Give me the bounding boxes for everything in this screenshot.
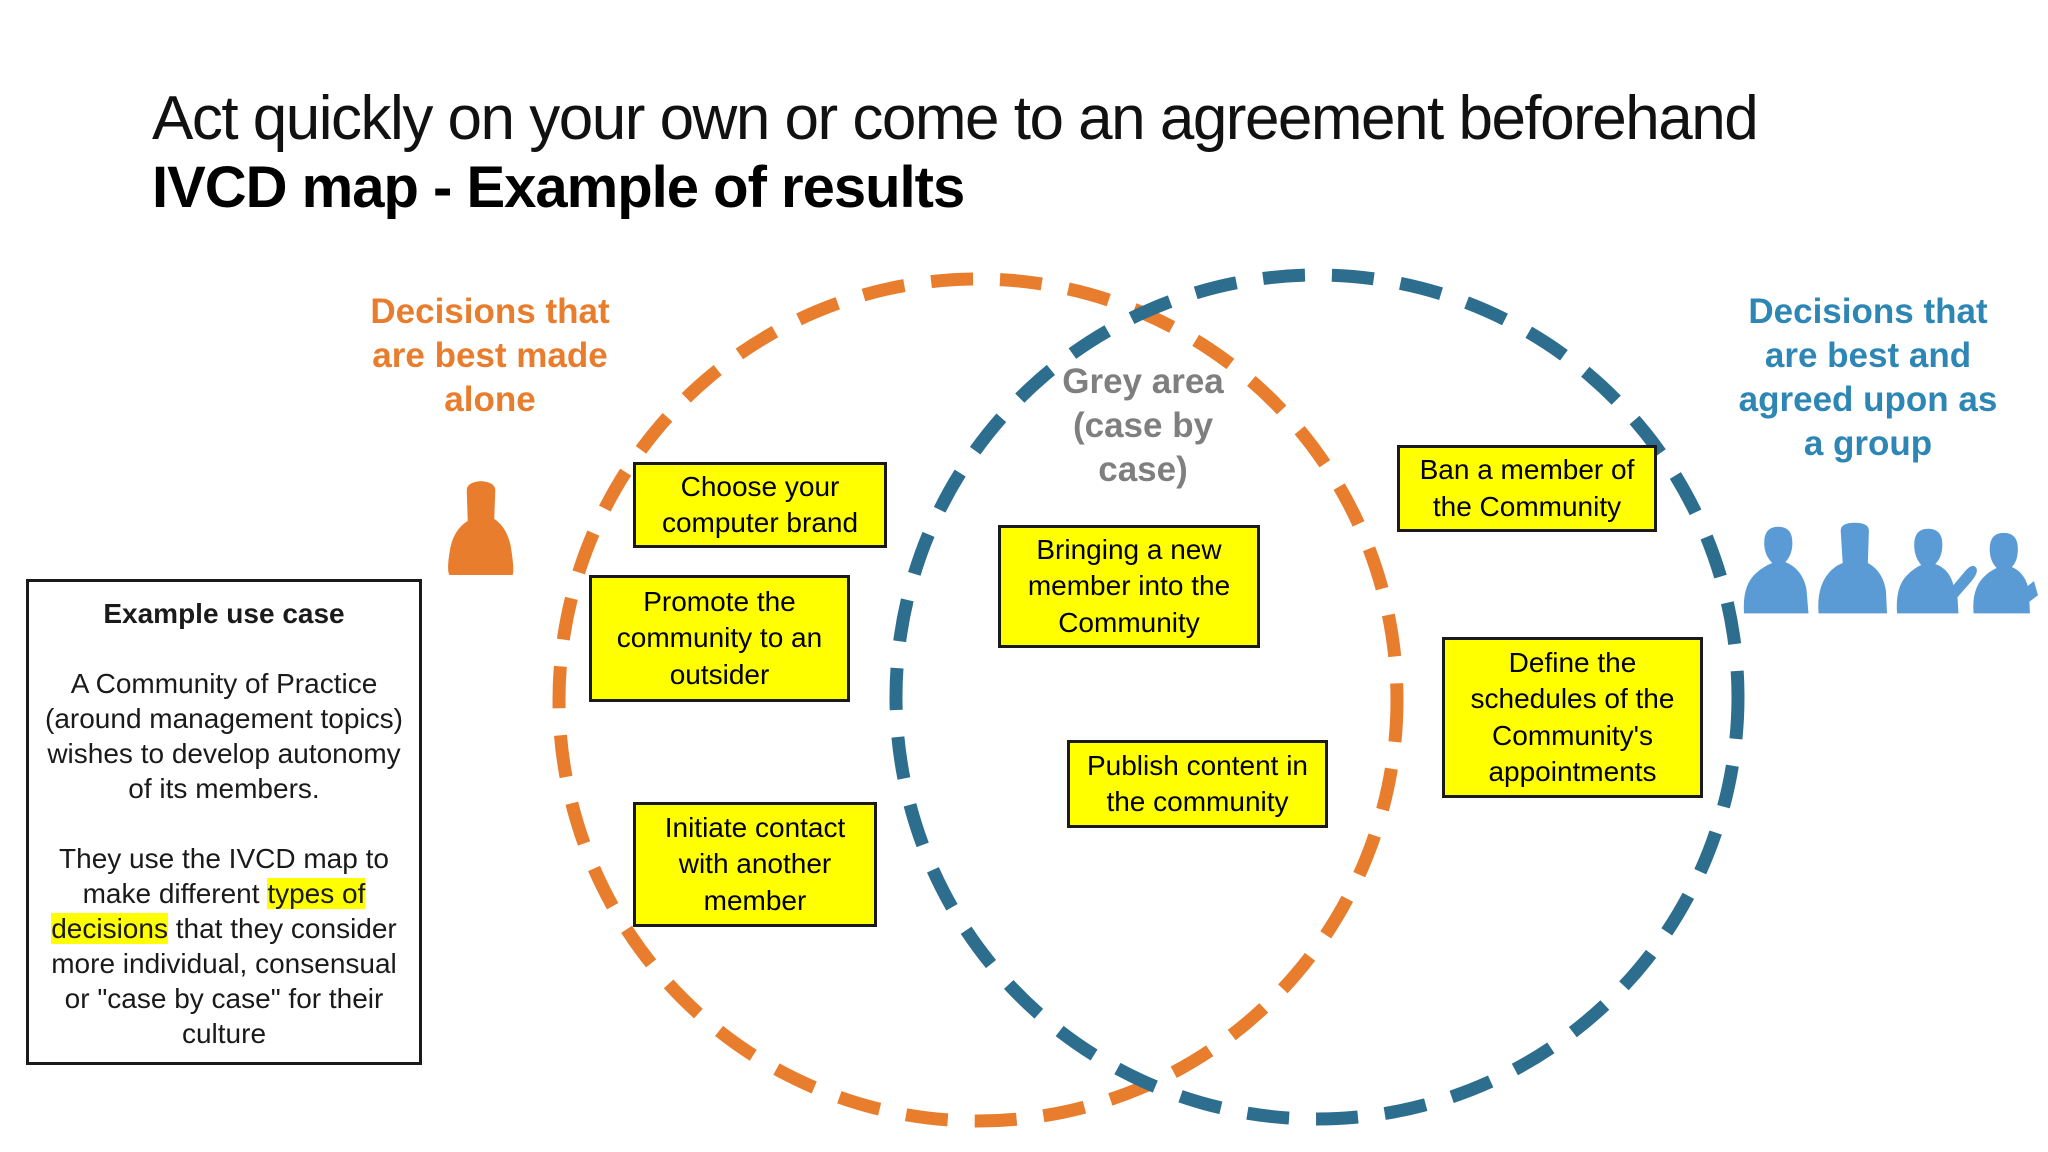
single-person-icon — [448, 481, 514, 575]
use-case-para2-text-end: that they consider more individual, cons… — [51, 913, 397, 1049]
group-person-4 — [1973, 532, 2030, 614]
title-block: Act quickly on your own or come to an ag… — [152, 82, 1952, 222]
single-person-silhouette — [448, 481, 514, 575]
note-choose-computer-brand: Choose your computer brand — [633, 462, 887, 548]
group-circle-label: Decisions that are best and agreed upon … — [1738, 292, 1998, 464]
note-publish-content: Publish content in the community — [1067, 740, 1328, 828]
people-group-icon — [1743, 522, 2038, 614]
use-case-paragraph-1: A Community of Practice (around manageme… — [45, 668, 403, 804]
use-case-heading: Example use case — [103, 598, 345, 629]
note-ban-member: Ban a member of the Community — [1397, 445, 1657, 532]
note-define-schedules: Define the schedules of the Community's … — [1442, 637, 1703, 798]
use-case-paragraph-2: They use the IVCD map to make different … — [43, 841, 405, 1051]
use-case-para2-text: They use the IVCD map to make different — [59, 843, 389, 909]
group-circle — [889, 268, 1745, 1126]
note-bringing-new-member: Bringing a new member into the Community — [998, 525, 1260, 648]
group-person-2 — [1818, 522, 1887, 614]
note-promote-community: Promote the community to an outsider — [589, 575, 850, 702]
slide-title: Act quickly on your own or come to an ag… — [152, 84, 1759, 153]
overlap-grey-area-label: Grey area (case by case) — [1062, 362, 1224, 490]
group-person-3 — [1896, 528, 1977, 614]
alone-circle-label: Decisions that are best made alone — [370, 292, 610, 420]
group-person-4-laptop — [2005, 581, 2038, 614]
note-initiate-contact: Initiate contact with another member — [633, 802, 877, 927]
alone-circle — [552, 272, 1404, 1128]
example-use-case-box: Example use case A Community of Practice… — [26, 579, 422, 1065]
group-person-1 — [1743, 526, 1809, 614]
slide-subtitle: IVCD map - Example of results — [152, 155, 965, 221]
